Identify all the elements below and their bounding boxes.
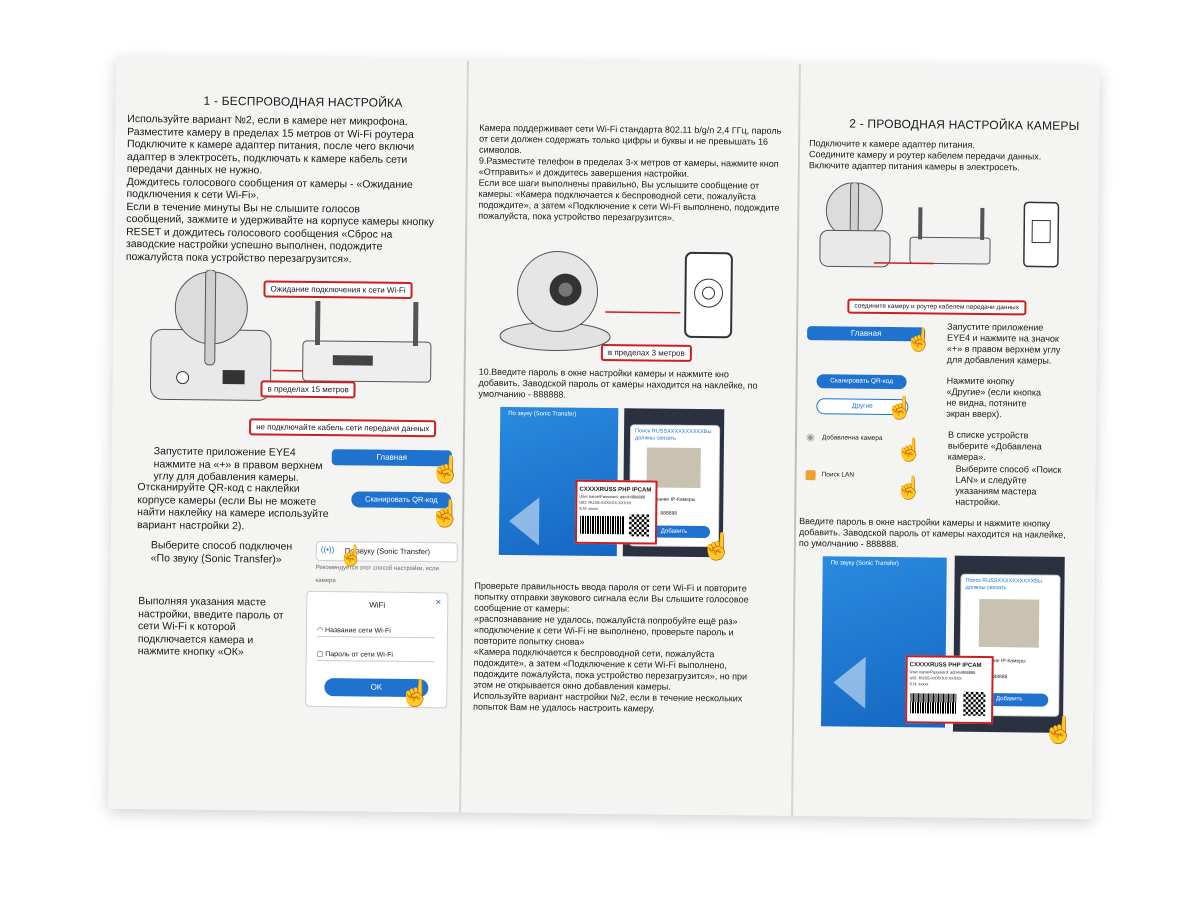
sonic-hint: Рекомендуется этот способ настройки, есл…	[315, 564, 439, 584]
dialog-title: WiFi	[369, 600, 386, 610]
hand-pointer-icon: ☝	[904, 327, 933, 353]
sticker-line2: UID: RUSS-XXXXXX-XXXXX	[909, 675, 962, 681]
cable-label: соедините камеру и роутер кабелем переда…	[847, 298, 1027, 316]
screen-title: По звуку (Sonic Transfer)	[508, 410, 577, 418]
camera-preview-image	[978, 598, 1040, 648]
waiting-label: Ожидание подключения к сети Wi-Fi	[263, 280, 413, 299]
hand-pointer-icon: ☝	[399, 677, 432, 709]
intro-text: Используйте вариант №2, если в камере не…	[125, 112, 434, 265]
step-scan-text: Отсканируйте QR-код с наклейки корпусе к…	[137, 481, 329, 532]
intro-text: Камера поддерживает сети Wi-Fi стандарта…	[478, 122, 782, 223]
wifi-password-placeholder: Пароль от сети Wi-Fi	[325, 651, 393, 659]
wifi-name-placeholder: Название сети Wi-Fi	[324, 627, 391, 635]
hand-pointer-icon: ☝	[338, 545, 364, 568]
section-title: 1 - БЕСПРОВОДНАЯ НАСТРОЙКА	[203, 93, 403, 110]
device-sticker: CXXXXRUSS PHP IPCAM User name/Password: …	[905, 655, 994, 725]
hand-pointer-icon: ☝	[895, 475, 924, 501]
added-camera-label: Добавленна камера	[821, 434, 883, 442]
step-method-text: Выберите способ подключен «По звуку (Son…	[150, 539, 293, 566]
hand-pointer-icon: ☝	[886, 394, 914, 421]
step-password-text: Введите пароль в окне настройки камеры и…	[798, 516, 1066, 550]
sticker-line1: User name/Password: admin/888888	[909, 669, 976, 675]
hand-pointer-icon: ☝	[895, 437, 924, 463]
camera-icon: ◉	[805, 432, 815, 444]
device-sticker: CXXXXRUSS PHP IPCAM User name/Password: …	[574, 479, 658, 545]
sticker-line2: UID: RUSS-XXXXXX-XXXXX	[579, 499, 632, 506]
sound-wave-shape	[833, 656, 866, 709]
hand-pointer-icon: ☝	[429, 498, 462, 529]
sound-wave-shape	[508, 497, 540, 546]
close-icon[interactable]: ×	[435, 597, 442, 609]
panel-wireless-continued: Камера поддерживает сети Wi-Fi стандарта…	[460, 61, 798, 816]
screen-title: По звуку (Sonic Transfer)	[830, 560, 899, 568]
hand-pointer-icon: ☝	[429, 454, 463, 485]
intro-text: Подключите к камере адаптер питания. Сое…	[808, 138, 1042, 173]
step-launch-text: Запустите приложение EYE4 нажмите на «+»…	[153, 445, 323, 484]
sticker-line1: User name/Password: admin/888888	[579, 493, 646, 500]
step-lan-text: Выберите способ «Поиск LAN» и следуйте у…	[955, 463, 1062, 508]
lan-search-label: Поиск LAN	[821, 471, 855, 479]
section-title: 2 - ПРОВОДНАЯ НАСТРОЙКА КАМЕРЫ	[849, 116, 1080, 133]
step-launch-text: Запустите приложение EYE4 и нажмите на з…	[946, 321, 1061, 366]
hand-pointer-icon: ☝	[700, 531, 734, 562]
step-other-text: Нажмите кнопку «Другие» (если кнопка не …	[946, 375, 1042, 420]
step10-text: 10.Введите пароль в окне настройки камер…	[478, 366, 758, 400]
lock-icon: ▢	[316, 651, 326, 659]
sonic-option[interactable]: ((•)) По звуку (Sonic Transfer)	[315, 540, 458, 563]
popup-title: Поиск RUSSXXXXXXXXXXВы должны связать	[634, 428, 712, 442]
range-label: в пределах 15 метров	[260, 380, 356, 399]
range3-label: в пределах 3 метров	[600, 343, 692, 362]
wifi-name-field[interactable]: ◠ Название сети Wi-Fi	[316, 626, 436, 639]
lan-icon	[805, 470, 816, 481]
instruction-leaflet: 1 - БЕСПРОВОДНАЯ НАСТРОЙКА Используйте в…	[108, 56, 1100, 820]
sticker-line3: S.N: xxxxx	[909, 681, 929, 687]
wifi-password-field[interactable]: ▢ Пароль от сети Wi-Fi	[316, 650, 435, 663]
outro-text: Проверьте правильность ввода пароля от с…	[473, 580, 749, 714]
wired-connection-illustration	[819, 182, 1060, 268]
popup-title: Поиск RUSSXXXXXXXXXXВы должны связать	[965, 577, 1042, 592]
scan-qr-button[interactable]: Сканировать QR-код	[816, 374, 907, 390]
no-cable-label: не подключайте кабель сети передачи данн…	[249, 418, 437, 438]
barcode-image	[910, 693, 957, 714]
step-list-text: В списке устройств выберите «Добавлена к…	[947, 429, 1042, 462]
step-wifi-text: Выполняя указания масте настройки, введи…	[137, 595, 284, 659]
hand-pointer-icon: ☝	[1042, 714, 1076, 745]
qr-code-image	[963, 691, 986, 717]
qr-code-image	[628, 514, 650, 537]
wifi-icon: ◠	[316, 627, 326, 635]
barcode-image	[579, 515, 625, 535]
sound-icon: ((•))	[320, 545, 335, 555]
phone-camera-illustration	[499, 251, 733, 351]
panel-wireless-setup: 1 - БЕСПРОВОДНАЯ НАСТРОЙКА Используйте в…	[108, 57, 466, 813]
camera-router-illustration	[150, 269, 432, 401]
sticker-line3: S.N: xxxxx	[579, 505, 599, 511]
panel-wired-setup: 2 - ПРОВОДНАЯ НАСТРОЙКА КАМЕРЫ Подключит…	[792, 64, 1100, 819]
